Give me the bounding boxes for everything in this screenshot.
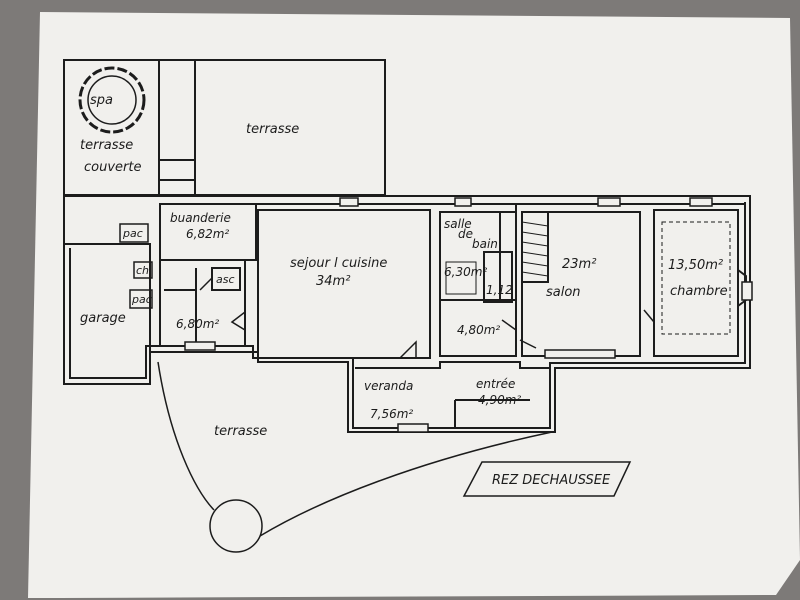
chambre-room [653, 209, 739, 357]
terrace-curve-left [157, 361, 215, 511]
label-pac-bottom: pac [131, 293, 152, 306]
label-bain-area: 6,30m² [444, 265, 487, 279]
ch-box [133, 261, 153, 279]
pac-bottom-box [129, 289, 153, 309]
windows [184, 197, 753, 433]
label-ch: ch [136, 264, 149, 277]
window-salon [597, 197, 621, 207]
buanderie-room [159, 203, 257, 261]
doors [199, 277, 655, 359]
stair-step [521, 271, 549, 277]
door-sejour [399, 340, 417, 359]
walls [63, 59, 751, 433]
door-salon [519, 339, 537, 349]
pac-top-box [119, 223, 149, 243]
label-terrasse-top: terrasse [246, 122, 299, 137]
stair-step [521, 221, 549, 227]
window-sejour [339, 197, 359, 207]
label-sejour-area: 34m² [316, 274, 350, 289]
label-salon: salon [546, 285, 581, 300]
plan-title: REZ DECHAUSSEE [492, 473, 611, 488]
window-veranda [397, 423, 429, 433]
label-dega-area: 4,80m² [457, 323, 500, 337]
door-dega [501, 319, 517, 331]
label-hall-area: 6,80m² [176, 317, 219, 331]
label-terrasse-bottom: terrasse [214, 424, 267, 439]
label-entree: entrée [476, 377, 515, 391]
label-veranda-area: 7,56m² [370, 407, 413, 421]
stair-step [521, 251, 549, 257]
staircase [521, 221, 549, 277]
bathtub [445, 261, 477, 295]
label-wc-area: 1,12 [486, 283, 513, 297]
window-chambre [689, 197, 713, 207]
door-hall [230, 310, 246, 332]
equipment-boxes [119, 223, 153, 309]
label-buanderie-area: 6,82m² [186, 227, 229, 241]
stair-step [521, 261, 549, 267]
veranda-wall [355, 361, 550, 369]
window-salon-bottom [544, 349, 616, 359]
label-veranda: veranda [364, 379, 413, 393]
window-chambre-side [741, 281, 753, 301]
label-garage: garage [80, 311, 126, 326]
spa-ring-outer [78, 66, 146, 134]
terrace-circle [209, 499, 263, 553]
spa-tub [78, 66, 146, 134]
label-bain: bain [472, 237, 498, 251]
stair-step [521, 231, 549, 237]
garage-wall [70, 243, 151, 378]
stair-step [521, 241, 549, 247]
paper [28, 12, 800, 598]
wc-room [483, 251, 513, 303]
label-chambre-area: 13,50m² [668, 258, 723, 273]
label-spa: spa [90, 93, 113, 108]
label-salle: salle [444, 217, 472, 231]
door-asc [199, 277, 213, 291]
window-hall [184, 341, 216, 351]
label-terrasse-couverte-1: terrasse [80, 138, 133, 153]
stair-box [521, 211, 549, 283]
label-asc: asc [216, 273, 235, 286]
spa-ring-inner [87, 75, 137, 125]
labels: spa terrasse couverte terrasse pac ch pa… [80, 93, 728, 488]
sejour-room [257, 209, 431, 359]
label-entree-area: 4,90m² [478, 393, 521, 407]
terrace-curve-right [259, 431, 553, 537]
terrace-bottom-outline [157, 361, 553, 553]
door-chambre [643, 309, 655, 325]
label-sejour: sejour l cuisine [290, 256, 387, 271]
label-salon-area: 23m² [562, 257, 596, 272]
label-buanderie: buanderie [170, 211, 231, 225]
label-chambre: chambre [670, 284, 728, 299]
label-de: de [458, 227, 473, 241]
label-pac-top: pac [122, 227, 143, 240]
bed [661, 221, 731, 335]
building-outer-wall [63, 195, 751, 433]
label-terrasse-couverte-2: couverte [84, 160, 141, 175]
window-bain [454, 197, 472, 207]
